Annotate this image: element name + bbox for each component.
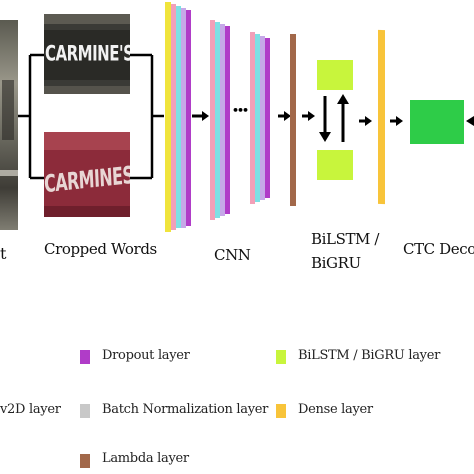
legend-swatch-batch-norm — [80, 404, 90, 418]
cropped-word-image-bottom: CARMINES — [44, 132, 130, 217]
cnn-layer-dropout-2 — [265, 38, 270, 198]
legend-swatch-dense — [276, 404, 286, 418]
lambda-layer — [290, 34, 296, 206]
bilstm-label-line2: BiGRU — [311, 254, 361, 272]
ctc-label: CTC Decod — [403, 240, 474, 258]
legend-swatch-lambda — [80, 454, 90, 468]
cnn-layer-cyan-2 — [255, 34, 260, 202]
cnn-layer-lavender — [220, 24, 225, 216]
ctc-decoder-box — [410, 100, 464, 144]
legend-dropout: Dropout layer — [102, 348, 190, 363]
cnn-layer-lavender-2 — [260, 36, 265, 200]
legend-bilstm: BiLSTM / BiGRU layer — [298, 348, 441, 363]
legend-lambda: Lambda layer — [102, 451, 189, 466]
legend-swatch-bilstm — [276, 350, 286, 364]
layer-lavender — [181, 8, 186, 228]
layer-pink — [171, 4, 176, 230]
cropped-word-image-top: CARMINE'S — [44, 14, 130, 94]
layer-yellow — [165, 2, 171, 232]
cnn-ellipsis: ••• — [232, 104, 249, 117]
bilstm-block-bottom — [317, 150, 353, 180]
cnn-layer-dropout — [225, 26, 230, 214]
legend-swatch-dropout — [80, 350, 90, 364]
bilstm-block-top — [317, 60, 353, 90]
cnn-layer-pink-2 — [250, 32, 255, 204]
cnn-layer-pink — [210, 20, 215, 220]
cropped-word-text-top: CARMINE'S — [45, 39, 130, 67]
input-label: t — [0, 244, 7, 263]
input-scene-image — [0, 20, 18, 230]
legend-conv2d: v2D layer — [0, 402, 61, 417]
legend-batch-norm: Batch Normalization layer — [102, 402, 269, 417]
legend-dense: Dense layer — [298, 402, 373, 417]
bilstm-label-line1: BiLSTM / — [311, 230, 380, 248]
cropped-word-text-bottom: CARMINES — [44, 160, 130, 199]
dense-layer — [378, 29, 385, 205]
cnn-layer-cyan — [215, 22, 220, 218]
cnn-label: CNN — [214, 246, 251, 264]
cropped-words-label: Cropped Words — [44, 240, 157, 258]
layer-dropout — [186, 10, 191, 226]
layer-cyan — [176, 6, 181, 228]
